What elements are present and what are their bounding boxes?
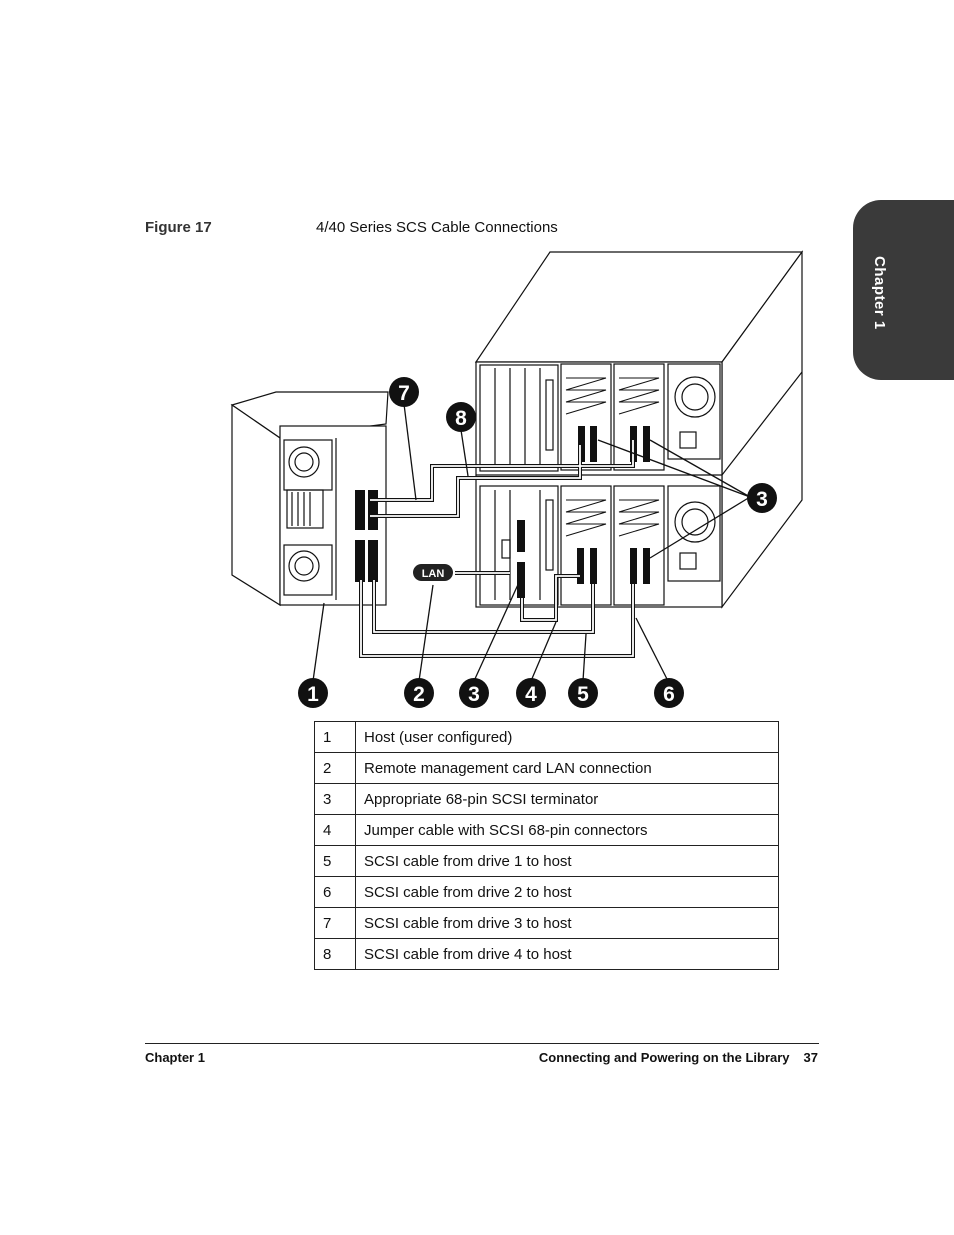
legend-num: 5 xyxy=(314,845,356,877)
footer-chapter: Chapter 1 xyxy=(145,1050,205,1065)
legend-desc: Remote management card LAN connection xyxy=(355,752,779,784)
callout-5: 5 xyxy=(577,683,589,706)
legend-num: 1 xyxy=(314,721,356,753)
legend-num: 3 xyxy=(314,783,356,815)
legend-desc: SCSI cable from drive 3 to host xyxy=(355,907,779,939)
scsi-cables-inner xyxy=(360,440,634,657)
footer-divider xyxy=(145,1043,819,1044)
legend-desc: Jumper cable with SCSI 68-pin connectors xyxy=(355,814,779,846)
legend-desc: SCSI cable from drive 2 to host xyxy=(355,876,779,908)
callout-6: 6 xyxy=(663,683,675,706)
library-cabinet xyxy=(474,250,804,609)
legend-desc: Host (user configured) xyxy=(355,721,779,753)
cable-connection-diagram: LAN 1 2 3 4 5 6 7 8 3 xyxy=(230,250,804,708)
callout-7: 7 xyxy=(398,382,410,405)
legend-num: 7 xyxy=(314,907,356,939)
drive-fans xyxy=(565,377,660,537)
footer-section-title: Connecting and Powering on the Library xyxy=(538,1050,790,1065)
callout-1: 1 xyxy=(307,683,319,706)
callout-3: 3 xyxy=(468,683,480,706)
chapter-tab xyxy=(853,200,954,380)
figure-label: Figure 17 xyxy=(145,219,212,236)
callout-leaders xyxy=(312,403,751,682)
callouts: 1 2 3 4 5 6 7 8 3 xyxy=(298,377,777,708)
legend-desc: SCSI cable from drive 4 to host xyxy=(355,938,779,970)
callout-3-terminator: 3 xyxy=(756,488,768,511)
figure-title: 4/40 Series SCS Cable Connections xyxy=(316,219,558,236)
chapter-tab-label: Chapter 1 xyxy=(871,256,888,330)
callout-4: 4 xyxy=(525,683,537,706)
legend-num: 8 xyxy=(314,938,356,970)
legend-num: 4 xyxy=(314,814,356,846)
lan-badge xyxy=(413,564,453,581)
legend-desc: SCSI cable from drive 1 to host xyxy=(355,845,779,877)
legend-num: 2 xyxy=(314,752,356,784)
page-number: 37 xyxy=(803,1050,818,1065)
footer-section: Connecting and Powering on the Library 37 xyxy=(539,1050,818,1065)
callout-2: 2 xyxy=(413,683,425,706)
callout-8: 8 xyxy=(455,407,467,430)
legend-desc: Appropriate 68-pin SCSI terminator xyxy=(355,783,779,815)
lan-label: LAN xyxy=(422,568,445,580)
legend-num: 6 xyxy=(314,876,356,908)
